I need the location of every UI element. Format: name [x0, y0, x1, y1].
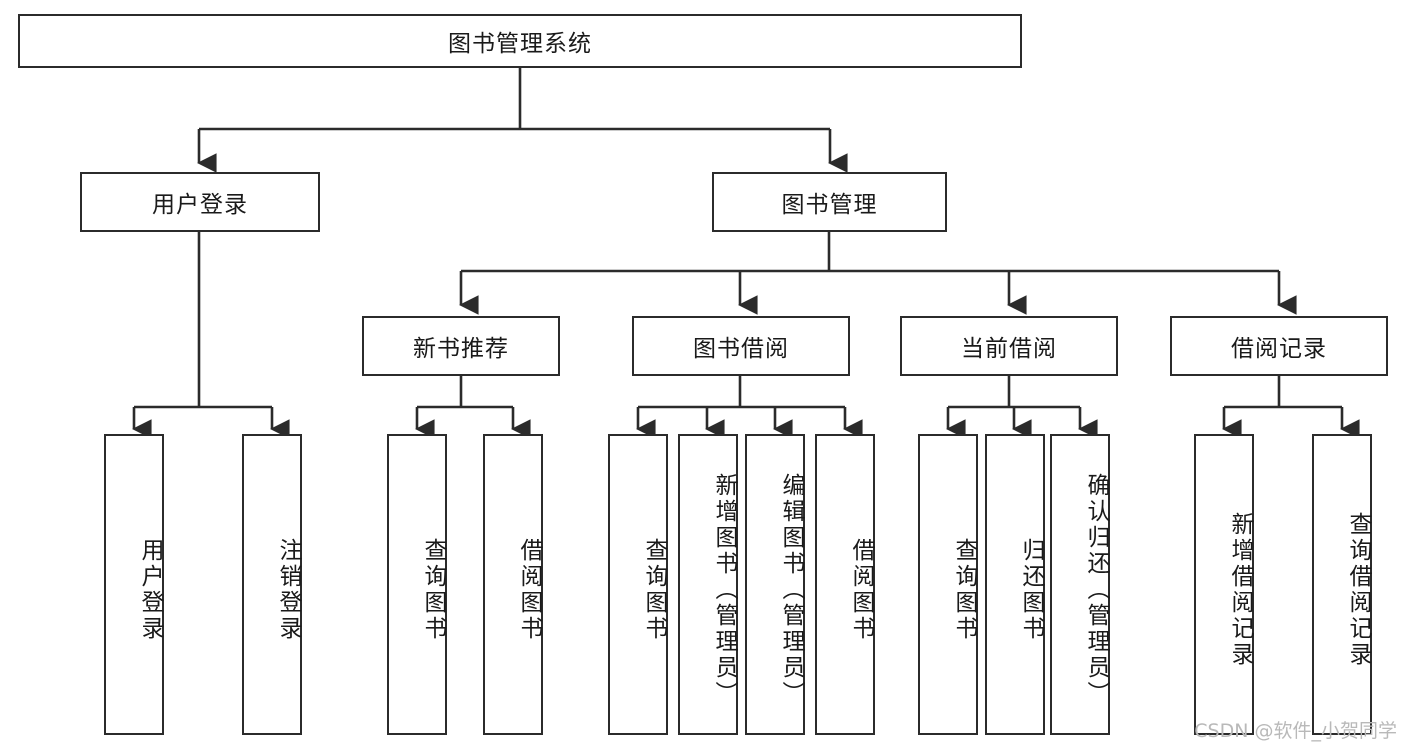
- node-new-book-recommend[interactable]: 新书推荐: [362, 316, 560, 376]
- node-book-borrow[interactable]: 图书借阅: [632, 316, 850, 376]
- leaf-logout[interactable]: 注销登录: [242, 434, 302, 735]
- leaf-confirm-return-admin[interactable]: 确认归还（管理员）: [1050, 434, 1110, 735]
- leaf-borrow-book[interactable]: 借阅图书: [815, 434, 875, 735]
- leaf-add-book-admin-label: 新增图书（管理员）: [711, 472, 737, 707]
- node-new-book-recommend-label: 新书推荐: [413, 336, 509, 362]
- leaf-confirm-return-admin-label: 确认归还（管理员）: [1083, 472, 1109, 707]
- leaf-edit-book-admin-label: 编辑图书（管理员）: [778, 472, 804, 707]
- node-root[interactable]: 图书管理系统: [18, 14, 1022, 68]
- leaf-query-book-borrow-label: 查询图书: [641, 537, 667, 642]
- leaf-borrow-book-recommend-label: 借阅图书: [516, 537, 542, 642]
- leaf-borrow-book-recommend[interactable]: 借阅图书: [483, 434, 543, 735]
- leaf-return-book-label: 归还图书: [1018, 537, 1044, 642]
- leaf-query-book-borrow[interactable]: 查询图书: [608, 434, 668, 735]
- node-borrow-records[interactable]: 借阅记录: [1170, 316, 1388, 376]
- leaf-query-borrow-record-label: 查询借阅记录: [1345, 511, 1371, 668]
- node-user-login-label: 用户登录: [152, 192, 248, 218]
- node-current-borrow[interactable]: 当前借阅: [900, 316, 1118, 376]
- node-current-borrow-label: 当前借阅: [961, 336, 1057, 362]
- leaf-add-borrow-record-label: 新增借阅记录: [1227, 511, 1253, 668]
- node-book-management-label: 图书管理: [781, 192, 878, 218]
- node-book-management[interactable]: 图书管理: [712, 172, 947, 232]
- node-book-borrow-label: 图书借阅: [693, 336, 789, 362]
- leaf-add-borrow-record[interactable]: 新增借阅记录: [1194, 434, 1254, 735]
- leaf-user-login[interactable]: 用户登录: [104, 434, 164, 735]
- leaf-add-book-admin[interactable]: 新增图书（管理员）: [678, 434, 738, 735]
- leaf-logout-label: 注销登录: [275, 537, 301, 642]
- leaf-borrow-book-label: 借阅图书: [848, 537, 874, 642]
- leaf-edit-book-admin[interactable]: 编辑图书（管理员）: [745, 434, 805, 735]
- node-user-login[interactable]: 用户登录: [80, 172, 320, 232]
- leaf-query-book-recommend[interactable]: 查询图书: [387, 434, 447, 735]
- leaf-return-book[interactable]: 归还图书: [985, 434, 1045, 735]
- leaf-query-book-recommend-label: 查询图书: [420, 537, 446, 642]
- leaf-user-login-label: 用户登录: [137, 537, 163, 642]
- leaf-query-book-current-label: 查询图书: [951, 537, 977, 642]
- leaf-query-book-current[interactable]: 查询图书: [918, 434, 978, 735]
- node-borrow-records-label: 借阅记录: [1231, 336, 1327, 362]
- csdn-watermark: CSDN @软件_小贺同学: [1194, 720, 1397, 742]
- node-root-label: 图书管理系统: [448, 31, 592, 57]
- leaf-query-borrow-record[interactable]: 查询借阅记录: [1312, 434, 1372, 735]
